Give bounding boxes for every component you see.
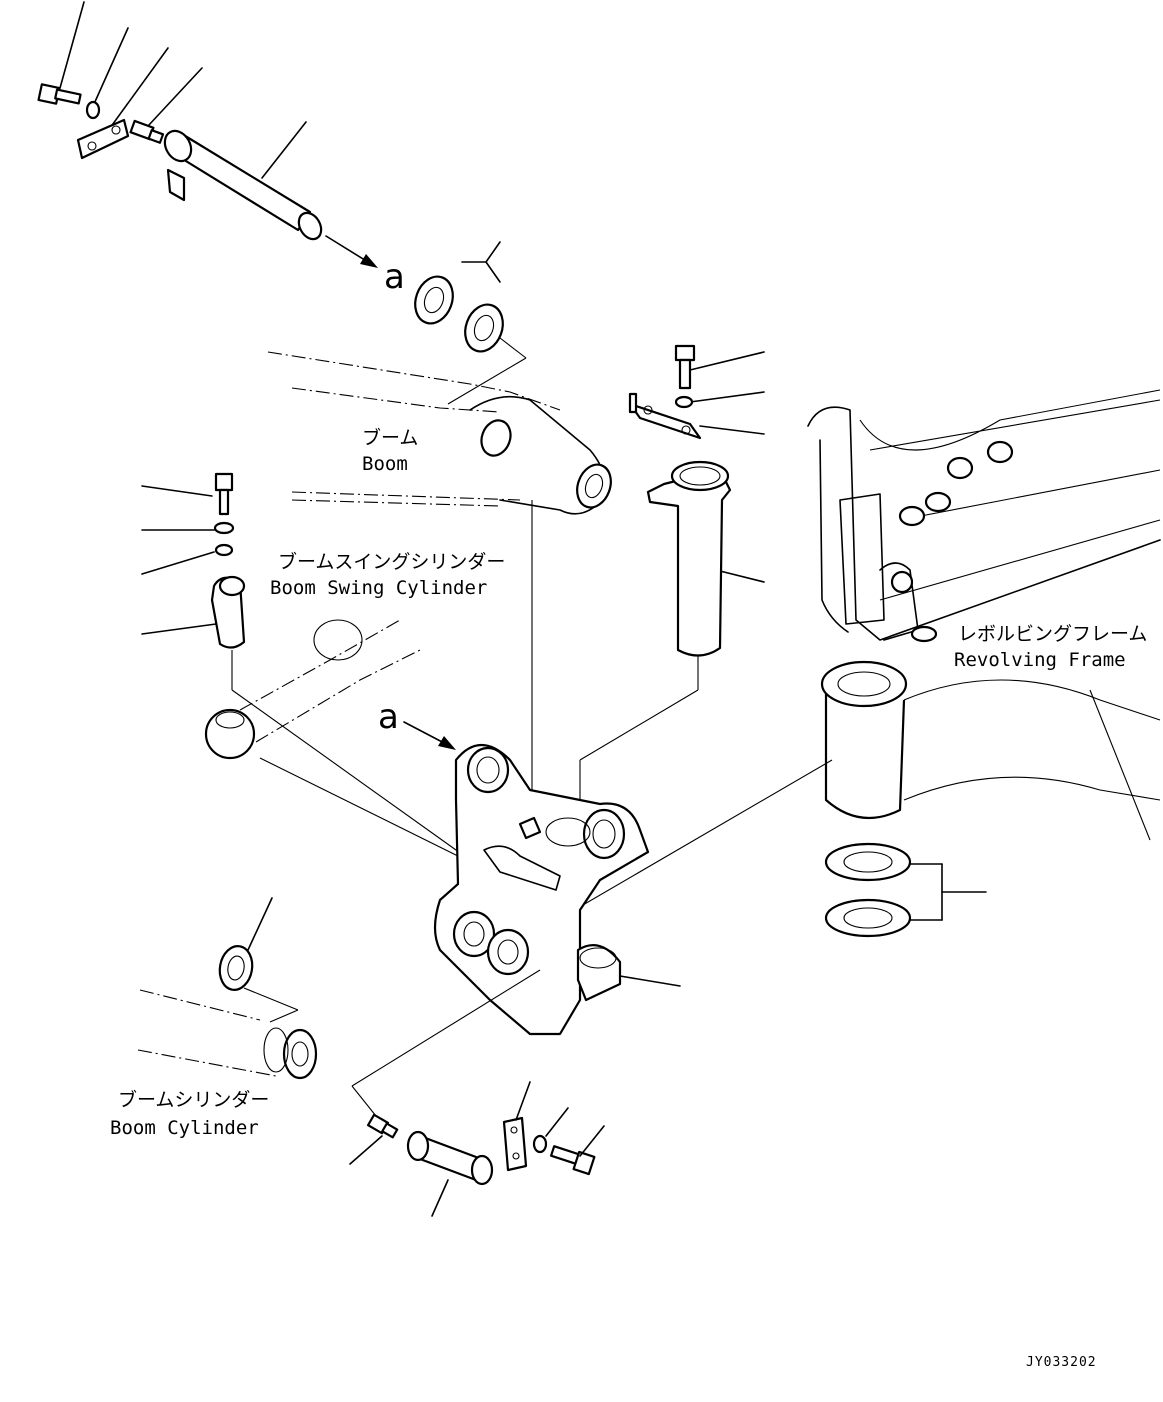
- lower-pin-assembly: [349, 969, 605, 1217]
- washer-swing: [674, 395, 694, 409]
- leader-washer-top: [93, 27, 129, 105]
- boom-cylinder-label-en: Boom Cylinder: [110, 1117, 259, 1139]
- revolving-frame-label-en: Revolving Frame: [954, 649, 1126, 671]
- revolving-frame-label-jp: レボルビングフレーム: [958, 623, 1147, 645]
- boom-pin-assembly: a: [37, 1, 405, 297]
- cylinder-pin: [210, 575, 246, 649]
- frame-shims: [824, 842, 987, 938]
- bolt-swing: [674, 344, 696, 362]
- leader-lower-pin: [431, 1179, 449, 1217]
- boom-outline: ブーム Boom: [267, 351, 612, 790]
- leader-bolt-top: [59, 1, 85, 89]
- boom-cylinder-group: ブームシリンダー Boom Cylinder: [110, 897, 318, 1139]
- boom-label-jp: ブーム: [362, 426, 418, 449]
- leader-bracket-bushing: [619, 975, 681, 987]
- frame-boss-1: [986, 440, 1014, 464]
- shim-4: [824, 898, 912, 938]
- arrow-a-head: [360, 254, 378, 268]
- lock-plate-lower: [502, 1116, 528, 1172]
- swing-pin: [646, 460, 732, 657]
- bolt-lower: [549, 1145, 596, 1176]
- view-marker-a-top: a: [384, 257, 405, 297]
- leader-pin-top: [261, 121, 307, 179]
- lower-pin: [406, 1130, 494, 1186]
- revolving-frame: レボルビングフレーム Revolving Frame: [539, 389, 1161, 931]
- leader-bolt-swing: [689, 351, 765, 371]
- boom-label-en: Boom: [362, 453, 408, 475]
- boom-cylinder-eye: [282, 1028, 318, 1080]
- swing-bracket: a: [378, 697, 681, 1036]
- bolt-top: [37, 83, 82, 105]
- boom-shims: [414, 241, 527, 405]
- washer-cyl: [213, 521, 235, 535]
- boom-swing-cylinder-label-jp: ブームスイングシリンダー: [278, 550, 505, 573]
- frame-boss-cylinder: [824, 686, 906, 820]
- drawing-code: JY033202: [1026, 1355, 1097, 1370]
- lock-plate-top: [76, 118, 130, 160]
- leader-grease-lower: [349, 1135, 383, 1165]
- washer-top: [85, 100, 101, 120]
- leader-shims: [485, 241, 501, 263]
- arrow-a-line: [325, 235, 369, 263]
- shim-1: [414, 275, 454, 325]
- swing-pin-assembly: [579, 344, 765, 820]
- lock-plate-swing: [628, 392, 702, 440]
- boom-swing-cylinder-label-en: Boom Swing Cylinder: [270, 577, 487, 599]
- cylinder-rod-eye: [204, 708, 256, 760]
- washer-lower: [532, 1134, 548, 1154]
- shim-2: [464, 303, 504, 353]
- bolt-cyl: [214, 472, 234, 492]
- arrow-a2-head: [438, 736, 456, 750]
- shim-3: [824, 842, 912, 882]
- view-marker-a: a: [378, 697, 399, 737]
- arrow-a2-line: [403, 721, 447, 745]
- frame-washer: [910, 625, 938, 643]
- boom-cylinder-label-jp: ブームシリンダー: [118, 1088, 269, 1111]
- leader-plate-top: [109, 47, 169, 129]
- leader-bolt-lower: [579, 1125, 605, 1157]
- boom-pin-top: [163, 129, 323, 241]
- shim-5: [218, 945, 254, 991]
- leader-plate-lower: [515, 1081, 531, 1121]
- grease-fitting-lower: [366, 1113, 399, 1139]
- grease-fitting-top: [129, 119, 165, 144]
- boom-swing-cylinder-group: ブームスイングシリンダー Boom Swing Cylinder: [141, 472, 505, 863]
- boom-foot-bore: [576, 463, 612, 509]
- leader-grease-fitting-top: [147, 67, 203, 127]
